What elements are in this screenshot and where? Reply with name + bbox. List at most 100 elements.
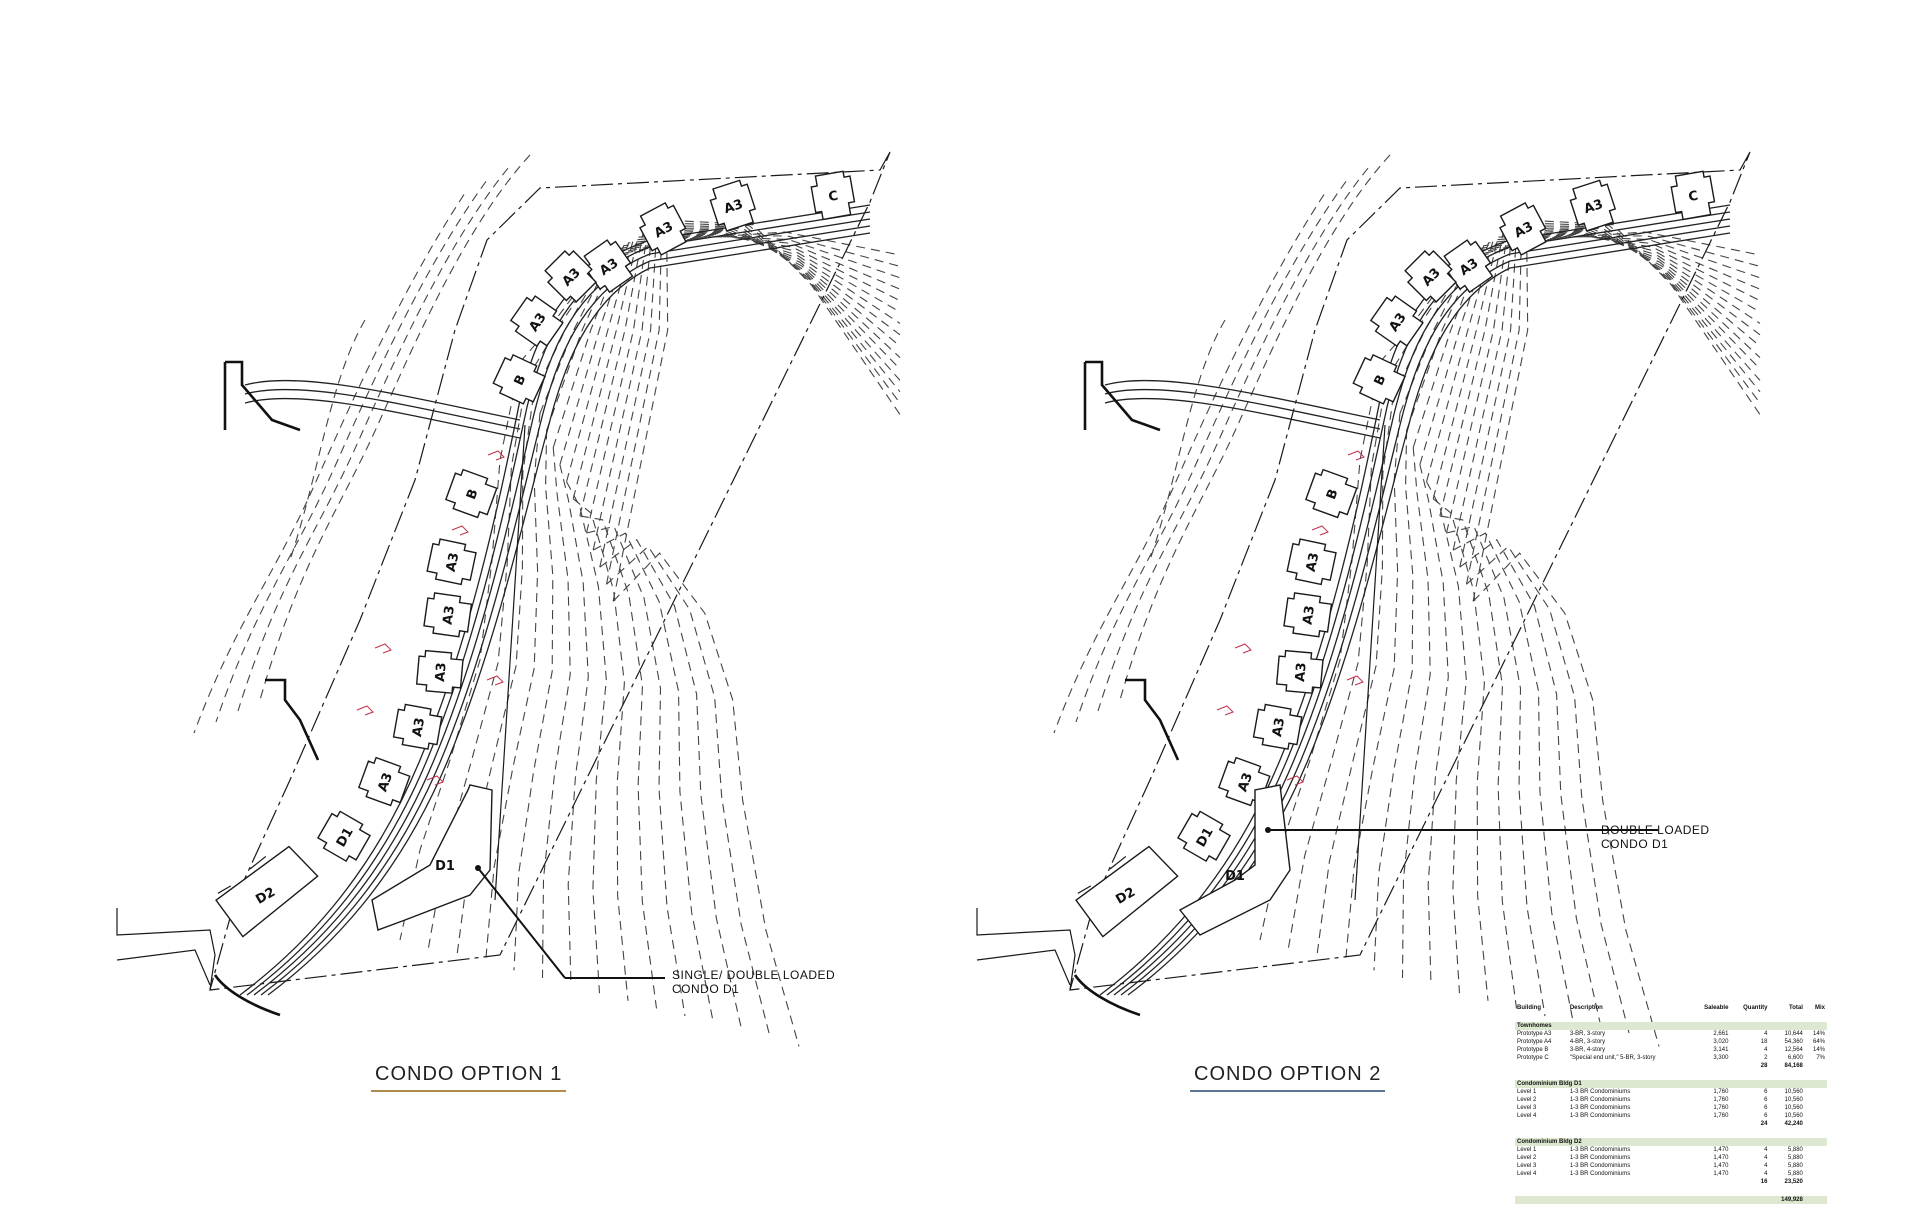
cell-saleable: 1,470 [1713, 1171, 1729, 1177]
contour-line [559, 231, 901, 986]
contour-line [513, 233, 901, 971]
building-footprint [1352, 353, 1406, 405]
section-name: Condominium Bldg D2 [1515, 1138, 1827, 1146]
cell-building: Level 1 [1517, 1089, 1537, 1095]
cell-total: 10,560 [1784, 1089, 1803, 1095]
townhome-building: A3 [638, 201, 687, 256]
building-footprint [444, 468, 498, 519]
entry-road [976, 908, 1076, 991]
cell-building: Level 3 [1517, 1105, 1537, 1111]
cell-description: 1-3 BR Condominiums [1569, 1147, 1631, 1153]
callout-dot [475, 865, 481, 871]
cell-description: 1-3 BR Condominiums [1569, 1155, 1631, 1161]
townhome-building: A3 [1252, 703, 1303, 750]
cell-building: Level 1 [1517, 1147, 1537, 1153]
contour-line [599, 225, 901, 1032]
building-footprint [1304, 468, 1358, 519]
cell-empty [1515, 1062, 1568, 1070]
building-footprint [1670, 170, 1716, 221]
cell-empty [1805, 1062, 1827, 1070]
cell-saleable: 1,470 [1713, 1147, 1729, 1153]
cell-quantity: 6 [1764, 1097, 1768, 1103]
access-road [244, 379, 521, 421]
section-name: Townhomes [1515, 1022, 1827, 1030]
contour-line [605, 222, 901, 1039]
cell-building: Level 4 [1517, 1171, 1537, 1177]
contour-line [215, 181, 487, 723]
cell-empty [1691, 1062, 1730, 1070]
survey-mark [1234, 643, 1252, 654]
cell-empty [1691, 1196, 1731, 1204]
callout-option-2-line-2: CONDO D1 [1601, 837, 1669, 851]
entry-road [116, 949, 211, 986]
contour-line [1097, 167, 1369, 712]
building-detail [217, 855, 267, 894]
cell-empty [1515, 1196, 1568, 1204]
cell-mix [1805, 1096, 1827, 1104]
townhome-building: A3 [709, 179, 757, 232]
access-road [244, 397, 521, 439]
building-label: A3 [440, 605, 458, 626]
property-line [494, 424, 526, 901]
cell-building: Prototype A4 [1517, 1039, 1552, 1045]
townhome-building: A3 [509, 295, 564, 348]
townhome-building: A3 [1569, 179, 1617, 232]
cell-description: 3-BR, 3-story [1569, 1031, 1606, 1037]
contour-line [1445, 227, 1761, 1017]
subtotal-total: 42,240 [1784, 1121, 1803, 1127]
table-spacer [1515, 1070, 1827, 1080]
cell-quantity: 18 [1760, 1039, 1768, 1045]
cell-building: Level 2 [1517, 1097, 1537, 1103]
cell-mix: 14% [1812, 1031, 1825, 1037]
building-label: A3 [444, 551, 463, 573]
contour-line [456, 235, 901, 956]
building-footprint [1176, 810, 1232, 863]
cell-quantity: 4 [1764, 1147, 1768, 1153]
cell-building: Level 2 [1517, 1155, 1537, 1161]
cell-total: 12,564 [1784, 1047, 1803, 1053]
cell-building: Prototype B [1517, 1047, 1549, 1053]
header-total: Total [1788, 1005, 1803, 1011]
cell-quantity: 4 [1764, 1171, 1768, 1177]
subtotal-quantity: 16 [1760, 1179, 1768, 1185]
cell-mix [1805, 1170, 1827, 1178]
building-label: A3 [1582, 197, 1605, 217]
survey-mark [486, 675, 504, 686]
building-label: A3 [1304, 551, 1323, 573]
cell-quantity: 4 [1764, 1155, 1768, 1161]
table-row: Prototype C"Special end unit," 5-BR, 3-s… [1515, 1054, 1827, 1062]
contour-line [1432, 229, 1761, 1001]
contour-line [1439, 228, 1761, 1009]
subtotal-quantity: 24 [1760, 1121, 1768, 1127]
table-spacer [1515, 1012, 1827, 1022]
contour-line [1401, 232, 1761, 979]
building-footprint [1286, 538, 1337, 586]
building-label: D1 [435, 859, 455, 874]
building-label: C [1687, 189, 1699, 205]
contour-line [1459, 225, 1761, 1032]
table-spacer [1515, 1128, 1827, 1138]
survey-mark [1347, 450, 1365, 461]
road-edge [1113, 218, 1731, 996]
table-header-row: Building Description Saleable Quantity T… [1515, 1004, 1827, 1012]
survey-mark [374, 643, 392, 654]
cell-total: 6,600 [1787, 1055, 1803, 1061]
survey-mark [356, 705, 374, 716]
table-spacer [1515, 1186, 1827, 1196]
cell-total: 10,560 [1784, 1097, 1803, 1103]
header-building: Building [1517, 1005, 1541, 1011]
building-label: A3 [1300, 605, 1318, 626]
townhome-building: C [810, 170, 856, 221]
spacer-cell [1515, 1012, 1827, 1022]
road-edge [1120, 225, 1731, 996]
